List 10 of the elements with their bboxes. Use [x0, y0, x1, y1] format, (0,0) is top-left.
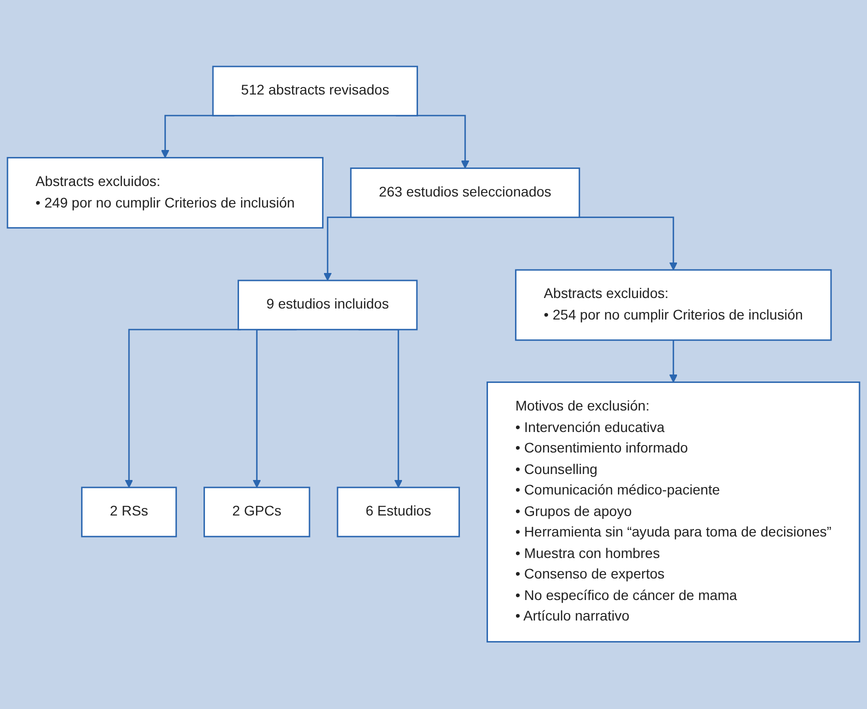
node-box: 263 estudios seleccionados [350, 168, 580, 218]
node-box: 6 Estudios [336, 487, 460, 538]
arrow [669, 340, 678, 383]
node-box: Motivos de exclusión: • Intervención educativa • Consentimiento informado • Counselling • Comunicación médico-paciente • Grupos de apoyo • Herramienta sin “ayuda para toma de decisiones” • Muestra con hombres • Consenso de expertos • No específico de cáncer de mama • Artículo narrativo [486, 382, 860, 643]
node-box: Abstracts excluidos: • 249 por no cumplir Criterios de inclusión [6, 157, 324, 229]
node-box: 2 GPCs [204, 487, 310, 538]
node-box: Abstracts excluidos: • 254 por no cumplir Criterios de inclusión [515, 270, 832, 342]
node-box: 512 abstracts revisados [212, 66, 418, 117]
node-box: 2 RSs [81, 487, 177, 538]
node-box: 9 estudios incluidos [238, 280, 418, 331]
